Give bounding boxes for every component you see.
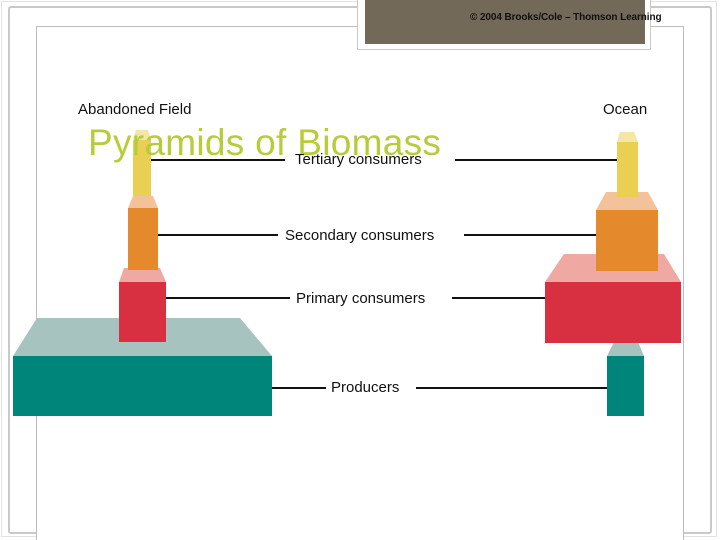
ocean-tertiary-block bbox=[617, 132, 638, 197]
ocean-primary-front bbox=[545, 282, 681, 343]
ocean-pyramid bbox=[545, 132, 681, 416]
ocean-secondary-block bbox=[596, 192, 658, 271]
slide-title: Pyramids of Biomass bbox=[88, 122, 442, 163]
heading-abandoned-field: Abandoned Field bbox=[78, 101, 192, 118]
field-tertiary-top bbox=[133, 130, 151, 140]
field-producers-front bbox=[13, 356, 272, 416]
ocean-tertiary-front bbox=[617, 142, 638, 197]
field-secondary-top bbox=[128, 196, 158, 208]
field-secondary-block bbox=[128, 196, 158, 270]
decorative-tab-fill bbox=[365, 0, 645, 44]
heading-ocean: Ocean bbox=[603, 101, 648, 118]
label-secondary-consumers: Secondary consumers bbox=[283, 227, 437, 244]
label-tertiary-consumers: Tertiary consumers bbox=[295, 151, 422, 168]
field-tertiary-front bbox=[133, 140, 151, 196]
leader-lines bbox=[150, 159, 617, 389]
field-primary-front bbox=[119, 282, 166, 342]
field-primary-block bbox=[119, 268, 166, 342]
ocean-secondary-top bbox=[596, 192, 658, 210]
field-tertiary-block bbox=[133, 130, 151, 196]
copyright-notice: © 2004 Brooks/Cole – Thomson Learning bbox=[470, 12, 662, 23]
ocean-producers-top bbox=[607, 342, 644, 356]
field-producers-block bbox=[13, 318, 272, 416]
field-primary-top bbox=[119, 268, 166, 282]
ocean-producers-front bbox=[607, 356, 644, 416]
ocean-producers-block bbox=[607, 342, 644, 416]
ocean-secondary-front bbox=[596, 210, 658, 271]
ocean-tertiary-top bbox=[617, 132, 638, 142]
field-pyramid bbox=[13, 130, 272, 416]
label-producers: Producers bbox=[329, 379, 402, 396]
field-secondary-front bbox=[128, 208, 158, 270]
label-primary-consumers: Primary consumers bbox=[294, 290, 428, 307]
